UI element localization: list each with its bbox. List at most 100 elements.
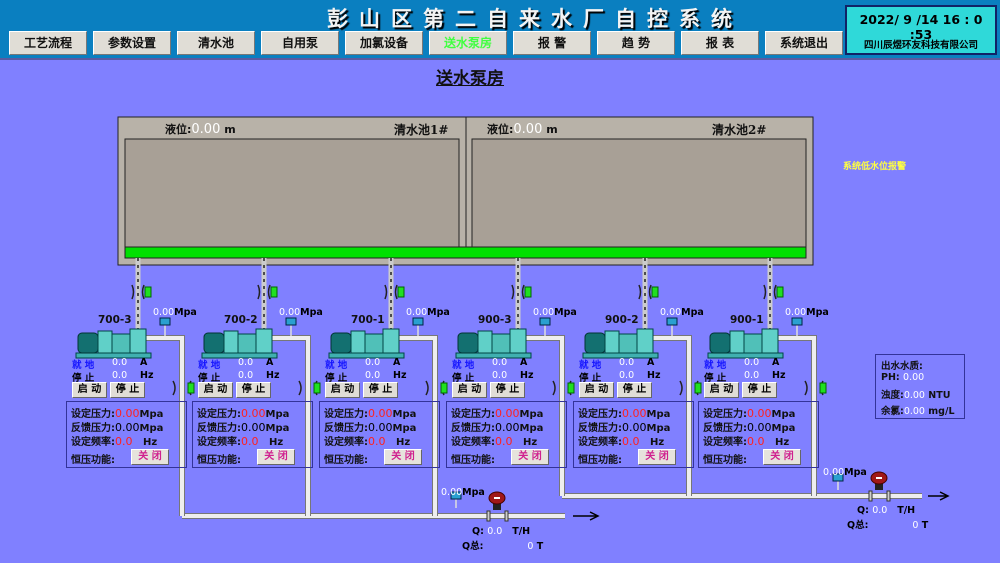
pump-outlet-pressure: 0.00Mpa bbox=[153, 307, 197, 318]
feedback-pressure: 反馈压力:0.00Mpa bbox=[451, 421, 544, 434]
main-2-flow: Q: 0.0 T/H bbox=[857, 505, 916, 516]
feedback-pressure: 反馈压力:0.00Mpa bbox=[197, 421, 290, 434]
flange-icon bbox=[504, 510, 509, 522]
pump-frequency: 0.0 bbox=[365, 370, 381, 381]
pump-control-panel: 设定压力:0.00Mpa 反馈压力:0.00Mpa 设定频率:0.0 Hz 恒压… bbox=[573, 401, 694, 468]
const-pressure-toggle[interactable]: 关 闭 bbox=[257, 449, 295, 465]
valve-handle-icon bbox=[776, 286, 784, 298]
stop-button[interactable]: 停 止 bbox=[490, 382, 525, 398]
nav-button-8[interactable]: 报 表 bbox=[681, 31, 759, 55]
amp-unit: A bbox=[393, 357, 401, 368]
valve-icon bbox=[763, 284, 777, 300]
flowmeter-stem bbox=[875, 482, 883, 490]
start-button[interactable]: 启 动 bbox=[452, 382, 487, 398]
stop-button[interactable]: 停 止 bbox=[236, 382, 271, 398]
feedback-pressure: 反馈压力:0.00Mpa bbox=[703, 421, 796, 434]
pump-name: 700-1 bbox=[351, 314, 385, 326]
const-pressure-label: 恒压功能: bbox=[324, 455, 368, 466]
stop-button[interactable]: 停 止 bbox=[617, 382, 652, 398]
pump-coupling bbox=[111, 333, 131, 354]
nav-button-5[interactable]: 送水泵房 bbox=[429, 31, 507, 55]
discharge-pipe bbox=[272, 336, 310, 516]
pump-coupling bbox=[491, 333, 511, 354]
pump-motor-icon bbox=[77, 332, 99, 354]
pump-name: 700-2 bbox=[224, 314, 258, 326]
pump-motor-body bbox=[729, 330, 745, 354]
start-button[interactable]: 启 动 bbox=[579, 382, 614, 398]
valve-handle-icon bbox=[651, 286, 659, 298]
const-pressure-toggle[interactable]: 关 闭 bbox=[384, 449, 422, 465]
pump-control-panel: 设定压力:0.00Mpa 反馈压力:0.00Mpa 设定频率:0.0 Hz 恒压… bbox=[192, 401, 313, 468]
mode-local: 就 地 bbox=[579, 360, 602, 371]
nav-button-1[interactable]: 参数设置 bbox=[93, 31, 171, 55]
flowmeter-stem bbox=[493, 502, 501, 510]
start-button[interactable]: 启 动 bbox=[72, 382, 107, 398]
nav-button-9[interactable]: 系统退出 bbox=[765, 31, 843, 55]
wq-ph: PH: 0.00 bbox=[881, 372, 925, 383]
stop-button[interactable]: 停 止 bbox=[742, 382, 777, 398]
tank-2-name: 清水池2# bbox=[712, 123, 767, 137]
wq-title: 出水水质: bbox=[881, 361, 923, 372]
nav-button-0[interactable]: 工艺流程 bbox=[9, 31, 87, 55]
set-pressure: 设定压力:0.00Mpa bbox=[324, 407, 417, 420]
pump-outlet-pressure: 0.00Mpa bbox=[660, 307, 704, 318]
pump-coupling bbox=[364, 333, 384, 354]
amp-unit: A bbox=[772, 357, 780, 368]
flowmeter-display bbox=[494, 497, 500, 499]
main-2-total: Q总:0 T bbox=[847, 520, 929, 531]
const-pressure-toggle[interactable]: 关 闭 bbox=[511, 449, 549, 465]
pump-motor-icon bbox=[203, 332, 225, 354]
mode-local: 就 地 bbox=[72, 360, 95, 371]
valve-handle-icon bbox=[187, 382, 195, 394]
pump-motor-icon bbox=[709, 332, 731, 354]
run-state: 停 止 bbox=[579, 373, 602, 384]
set-frequency: 设定频率:0.0 Hz bbox=[451, 435, 538, 448]
nav-button-3[interactable]: 自用泵 bbox=[261, 31, 339, 55]
start-button[interactable]: 启 动 bbox=[325, 382, 360, 398]
hz-unit: Hz bbox=[520, 370, 534, 381]
main-2-pressure: 0.00Mpa bbox=[823, 467, 867, 478]
start-button[interactable]: 启 动 bbox=[704, 382, 739, 398]
run-state: 停 止 bbox=[325, 373, 348, 384]
hz-unit: Hz bbox=[772, 370, 786, 381]
pressure-gauge-icon bbox=[666, 317, 678, 326]
discharge-pipe bbox=[146, 336, 184, 516]
set-pressure: 设定压力:0.00Mpa bbox=[578, 407, 671, 420]
discharge-pipe bbox=[399, 336, 437, 516]
nav-button-7[interactable]: 趋 势 bbox=[597, 31, 675, 55]
run-state: 停 止 bbox=[704, 373, 727, 384]
const-pressure-toggle[interactable]: 关 闭 bbox=[638, 449, 676, 465]
valve-handle-icon bbox=[440, 382, 448, 394]
pump-name: 700-3 bbox=[98, 314, 132, 326]
pump-casing bbox=[509, 328, 527, 354]
tank-2-level: 液位:0.00 m bbox=[487, 122, 558, 137]
nav-button-6[interactable]: 报 警 bbox=[513, 31, 591, 55]
pump-frequency: 0.0 bbox=[492, 370, 508, 381]
pressure-gauge-icon bbox=[412, 317, 424, 326]
tank-1-body bbox=[124, 138, 460, 248]
const-pressure-toggle[interactable]: 关 闭 bbox=[763, 449, 801, 465]
hz-unit: Hz bbox=[266, 370, 280, 381]
set-pressure: 设定压力:0.00Mpa bbox=[197, 407, 290, 420]
pump-motor-icon bbox=[584, 332, 606, 354]
stop-button[interactable]: 停 止 bbox=[363, 382, 398, 398]
amp-unit: A bbox=[140, 357, 148, 368]
set-frequency: 设定频率:0.0 Hz bbox=[324, 435, 411, 448]
pump-frequency: 0.0 bbox=[619, 370, 635, 381]
const-pressure-label: 恒压功能: bbox=[703, 455, 747, 466]
pressure-gauge-icon bbox=[539, 317, 551, 326]
start-button[interactable]: 启 动 bbox=[198, 382, 233, 398]
nav-button-2[interactable]: 清水池 bbox=[177, 31, 255, 55]
wq-turbidity: 浊度:0.00 NTU bbox=[881, 390, 951, 401]
const-pressure-toggle[interactable]: 关 闭 bbox=[131, 449, 169, 465]
nav-button-4[interactable]: 加氯设备 bbox=[345, 31, 423, 55]
pump-control-panel: 设定压力:0.00Mpa 反馈压力:0.00Mpa 设定频率:0.0 Hz 恒压… bbox=[698, 401, 819, 468]
valve-icon bbox=[511, 284, 525, 300]
valve-icon bbox=[131, 284, 145, 300]
stop-button[interactable]: 停 止 bbox=[110, 382, 145, 398]
flowmeter-display bbox=[876, 477, 882, 479]
pump-control-panel: 设定压力:0.00Mpa 反馈压力:0.00Mpa 设定频率:0.0 Hz 恒压… bbox=[66, 401, 187, 468]
pump-frequency: 0.0 bbox=[238, 370, 254, 381]
amp-unit: A bbox=[520, 357, 528, 368]
discharge-pipe bbox=[778, 336, 816, 496]
